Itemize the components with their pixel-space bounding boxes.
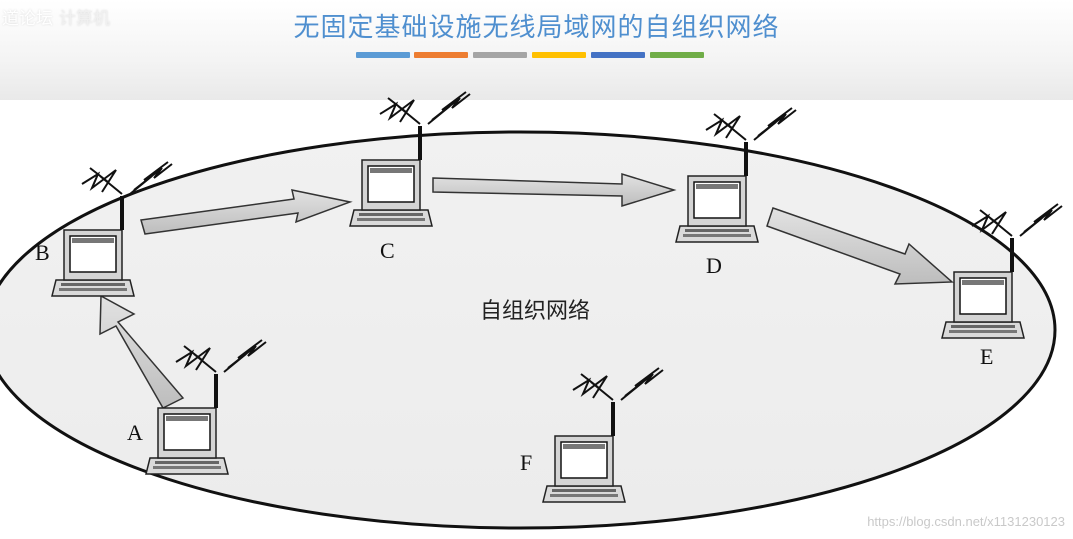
node-label-f: F <box>520 450 533 475</box>
color-bar-2 <box>414 52 468 58</box>
title-banner <box>0 0 1073 100</box>
node-label-b: B <box>35 240 50 265</box>
color-bar-6 <box>650 52 704 58</box>
arrow-b-to-c <box>140 189 353 235</box>
arrow-a-to-b <box>99 294 185 409</box>
node-label-a: A <box>127 420 143 445</box>
node-label-e: E <box>980 344 994 369</box>
arrow-c-to-d <box>432 172 677 208</box>
network-label: 自组织网络 <box>480 299 591 324</box>
color-bar-5 <box>591 52 645 58</box>
watermark-text: 道论坛 <box>2 9 53 29</box>
color-bar-4 <box>532 52 586 58</box>
color-bar-3 <box>473 52 527 58</box>
watermark-top-left: 道论坛计算机 <box>2 4 110 29</box>
source-watermark: https://blog.csdn.net/x1131230123 <box>867 514 1065 529</box>
watermark-faded-text: 计算机 <box>59 9 110 29</box>
color-bar-1 <box>356 52 410 58</box>
arrow-d-to-e <box>766 207 954 285</box>
page-title: 无固定基础设施无线局域网的自组织网络 <box>293 13 780 43</box>
node-label-d: D <box>706 253 722 278</box>
node-label-c: C <box>380 238 395 263</box>
